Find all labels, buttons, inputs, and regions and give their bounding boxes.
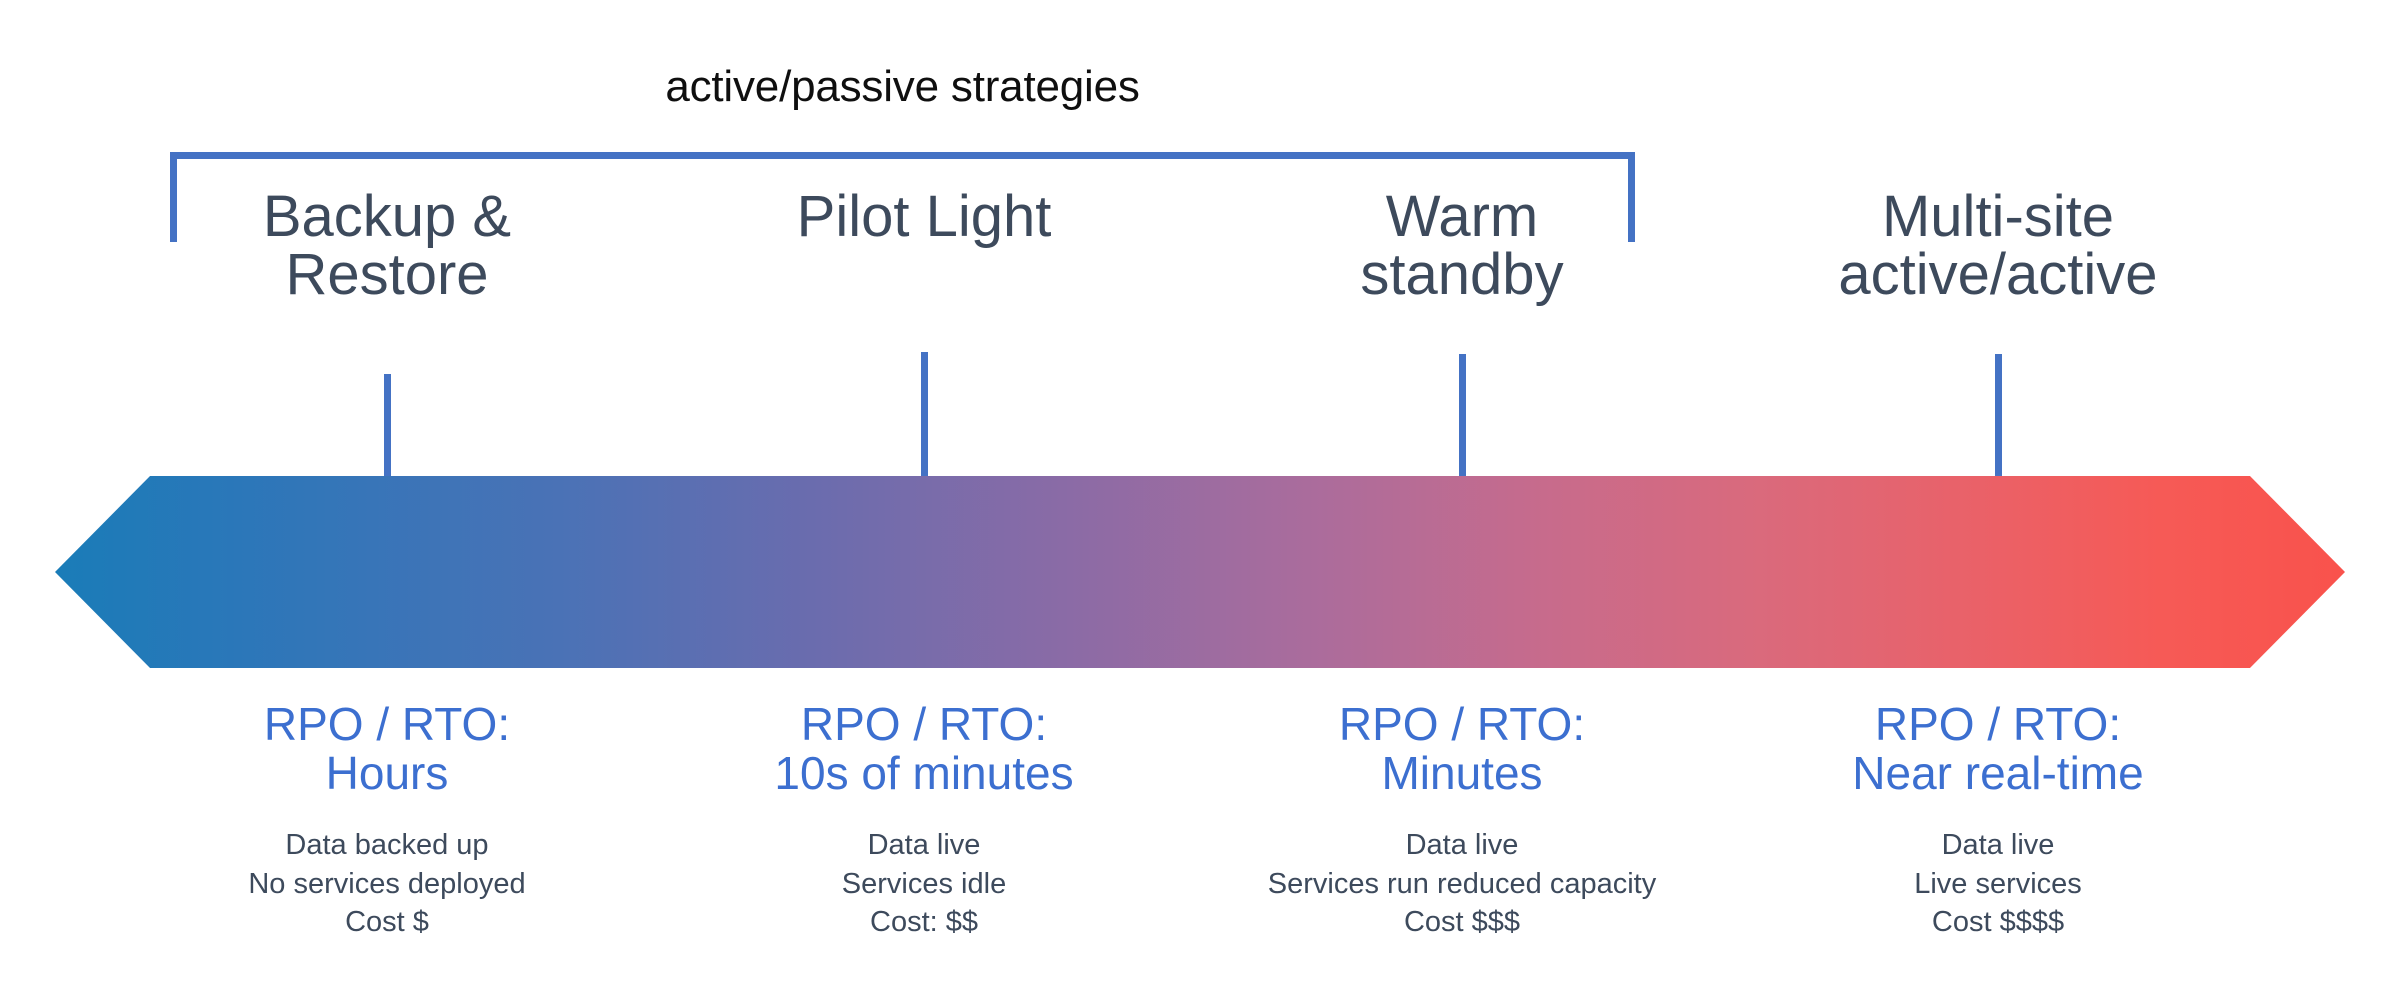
strategy-column-warm-standby: RPO / RTO:Minutes Data live Services run… <box>1182 698 1742 941</box>
rpo-rto-heading-1: RPO / RTO: <box>800 698 1048 750</box>
strategy-column-pilot-light: RPO / RTO:10s of minutes Data live Servi… <box>644 698 1204 941</box>
strategy-title-warm-standby: Warm standby <box>1360 184 1564 307</box>
rpo-rto-heading-3: RPO / RTO: <box>1874 698 2122 750</box>
rpo-rto-heading-2: RPO / RTO: <box>1338 698 1586 750</box>
strategy-details-warm-standby: Data live Services run reduced capacity … <box>1267 829 1657 938</box>
strategy-details-backup-restore: Data backed up No services deployed Cost… <box>248 829 526 938</box>
strategy-details-multi-site: Data live Live services Cost $$$$ <box>1914 829 2082 938</box>
rpo-rto-value-0: Hours <box>325 747 449 800</box>
strategy-column-multi-site: RPO / RTO:Near real-time Data live Live … <box>1718 698 2278 941</box>
strategy-column-backup-restore: RPO / RTO:Hours Data backed up No servic… <box>107 698 667 941</box>
strategy-title-multi-site-active-active: Multi-site active/active <box>1838 184 2158 307</box>
strategy-title-backup-restore: Backup & Restore <box>262 184 512 307</box>
gradient-spectrum-arrow <box>55 476 2345 668</box>
rpo-rto-label-multi-site: RPO / RTO:Near real-time <box>1718 698 2278 800</box>
rpo-rto-value-2: Minutes <box>1381 747 1543 800</box>
active-passive-caption: active/passive strategies <box>665 62 1140 111</box>
rpo-rto-label-backup-restore: RPO / RTO:Hours <box>107 698 667 800</box>
rpo-rto-label-warm-standby: RPO / RTO:Minutes <box>1182 698 1742 800</box>
connector-line-pilot-light <box>921 352 928 584</box>
rpo-rto-label-pilot-light: RPO / RTO:10s of minutes <box>644 698 1204 800</box>
rpo-rto-value-1: 10s of minutes <box>774 747 1074 800</box>
strategy-title-pilot-light: Pilot Light <box>796 184 1052 249</box>
active-passive-bracket <box>170 152 1635 242</box>
rpo-rto-heading-0: RPO / RTO: <box>263 698 511 750</box>
strategy-details-pilot-light: Data live Services idle Cost: $$ <box>841 829 1007 938</box>
rpo-rto-value-3: Near real-time <box>1852 747 2144 800</box>
connector-line-warm-standby <box>1459 354 1466 586</box>
